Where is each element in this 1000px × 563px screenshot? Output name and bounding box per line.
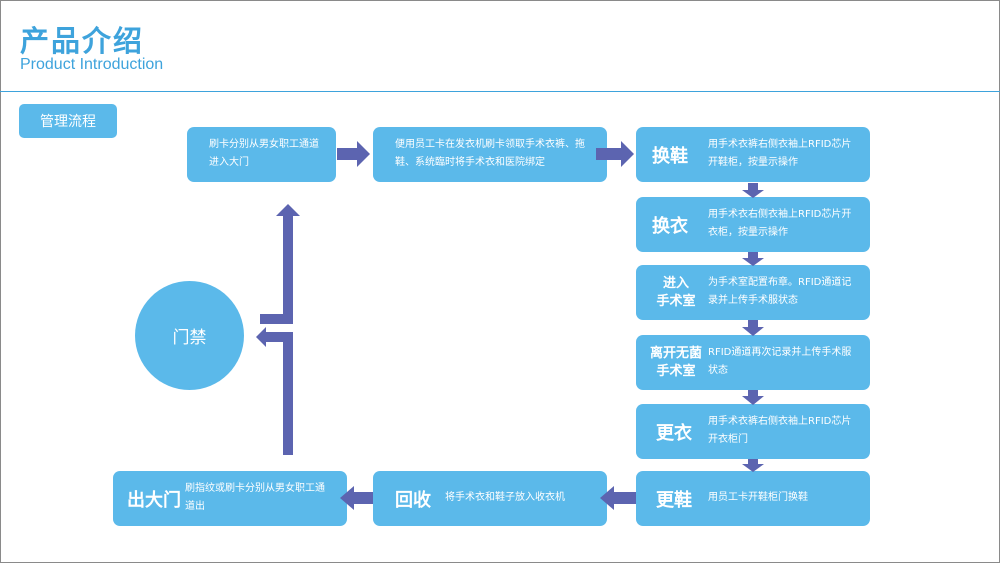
step-entry-desc: 刷卡分别从男女职工通道进入大门 xyxy=(209,139,319,168)
access-control-circle: 门禁 xyxy=(135,281,244,390)
step-enter-or: 进入 手术室 为手术室配置布章。RFID通道记录并上传手术服状态 xyxy=(636,265,870,320)
step-change-clothes: 换衣 用手术衣右侧衣袖上RFID芯片开衣柜，按量示操作 xyxy=(636,197,870,252)
step-change-clothes-title: 换衣 xyxy=(652,216,688,237)
step-shoes-back-title: 更鞋 xyxy=(656,490,692,511)
step-exit-title: 出大门 xyxy=(127,490,181,511)
page-title: 产品介绍 xyxy=(20,24,145,58)
step-enter-or-desc: 为手术室配置布章。RFID通道记录并上传手术服状态 xyxy=(708,277,852,306)
step-shoes-back-desc: 用员工卡开鞋柜门换鞋 xyxy=(708,492,808,503)
step-leave-sterile: 离开无菌 手术室 RFID通道再次记录并上传手术服状态 xyxy=(636,335,870,390)
step-recycle-title: 回收 xyxy=(395,490,431,511)
step-enter-or-title: 进入 手术室 xyxy=(656,276,696,309)
arrow-right-2 xyxy=(596,141,634,167)
arrow-down-5 xyxy=(742,459,764,472)
step-issue-desc: 便用员工卡在发衣机刷卡领取手术衣裤、拖鞋、系统臨时将手术衣和医院绑定 xyxy=(395,139,585,168)
header-divider xyxy=(0,91,1000,92)
step-entry: 刷卡分别从男女职工通道进入大门 xyxy=(187,127,336,182)
step-issue: 便用员工卡在发衣机刷卡领取手术衣裤、拖鞋、系统臨时将手术衣和医院绑定 xyxy=(373,127,607,182)
arrow-right-1 xyxy=(337,141,370,167)
step-recycle-desc: 将手术衣和鞋子放入收衣机 xyxy=(445,492,565,503)
arrow-down-2 xyxy=(742,252,764,266)
arrow-down-4 xyxy=(742,390,764,405)
page-subtitle: Product Introduction xyxy=(20,56,164,73)
arrow-left-1 xyxy=(600,486,636,510)
step-change-back: 更衣 用手术衣裤右侧衣袖上RFID芯片开衣柜门 xyxy=(636,404,870,459)
step-shoes-back: 更鞋 用员工卡开鞋柜门换鞋 xyxy=(636,471,870,526)
step-change-back-desc: 用手术衣裤右侧衣袖上RFID芯片开衣柜门 xyxy=(708,416,852,445)
arrow-exit-up xyxy=(256,327,293,455)
step-exit-desc: 刷指纹或刷卡分别从男女职工通道出 xyxy=(185,483,325,512)
step-change-clothes-desc: 用手术衣右侧衣袖上RFID芯片开衣柜，按量示操作 xyxy=(708,209,852,238)
step-leave-sterile-desc: RFID通道再次记录并上传手术服状态 xyxy=(708,347,852,376)
step-change-shoes-desc: 用手术衣裤右侧衣袖上RFID芯片开鞋柜，按量示操作 xyxy=(708,139,852,168)
step-recycle: 回收 将手术衣和鞋子放入收衣机 xyxy=(373,471,607,526)
arrow-entry-up xyxy=(260,204,300,324)
section-tag: 管理流程 xyxy=(19,104,117,138)
arrow-left-2 xyxy=(340,486,373,510)
step-change-shoes: 换鞋 用手术衣裤右侧衣袖上RFID芯片开鞋柜，按量示操作 xyxy=(636,127,870,182)
arrow-down-1 xyxy=(742,183,764,198)
step-exit: 出大门 刷指纹或刷卡分别从男女职工通道出 xyxy=(113,471,347,526)
step-leave-sterile-title: 离开无菌 手术室 xyxy=(649,346,702,379)
step-change-back-title: 更衣 xyxy=(656,423,692,444)
arrow-down-3 xyxy=(742,320,764,336)
step-change-shoes-title: 换鞋 xyxy=(652,146,688,167)
